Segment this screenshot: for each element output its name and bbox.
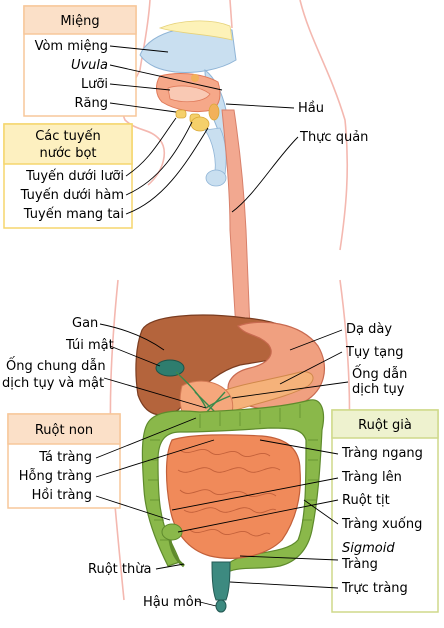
label-transverse-colon: Tràng ngang	[341, 446, 423, 461]
small-intestine-title: Ruột non	[35, 423, 93, 438]
small-intestine-organ	[165, 434, 301, 559]
colon-haustra	[148, 404, 318, 541]
gallbladder-organ	[155, 359, 185, 377]
label-sigmoid-trang: Tràng	[341, 557, 378, 572]
label-teeth: Răng	[75, 96, 109, 111]
salivary-title-2: nước bọt	[39, 146, 96, 161]
label-submandibular-gland: Tuyến dưới hàm	[20, 188, 124, 203]
label-pharynx: Hầu	[298, 101, 324, 116]
cecum-organ	[161, 523, 183, 541]
label-tongue: Lưỡi	[81, 77, 108, 92]
mouth-group: Miệng Vòm miệng Uvula Lưỡi Răng	[23, 5, 137, 117]
salivary-title-1: Các tuyến	[35, 129, 101, 144]
label-common-bile-duct-1: Ống chung dẫn	[6, 357, 106, 374]
small-intestine-box-header	[7, 413, 121, 445]
salivary-group: Các tuyến nước bọt Tuyến dưới lưỡi Tuyến…	[3, 123, 133, 229]
label-anus: Hậu môn	[143, 595, 202, 610]
esophagus-organ	[221, 109, 251, 331]
mouth-title: Miệng	[60, 14, 99, 29]
salivary-box-header	[3, 123, 133, 165]
label-uvula: Uvula	[71, 58, 108, 73]
label-ileum: Hồi tràng	[32, 488, 92, 503]
label-sigmoid: Sigmoid	[342, 541, 395, 556]
large-intestine-title: Ruột già	[358, 418, 412, 433]
large-intestine-box-header	[331, 409, 439, 439]
label-parotid-gland: Tuyến mang tai	[23, 207, 124, 222]
leader-lines	[95, 45, 349, 607]
mouth-box-header	[23, 5, 137, 35]
label-appendix: Ruột thừa	[88, 562, 151, 577]
label-rectum: Trực tràng	[341, 581, 408, 596]
label-pancreatic-duct-1: Ống dẫn	[352, 365, 407, 382]
label-descending-colon: Tràng xuống	[341, 517, 422, 532]
label-jejunum: Hỗng tràng	[19, 469, 92, 484]
label-ascending-colon: Tràng lên	[341, 470, 402, 485]
small-intestine-coils	[177, 448, 281, 537]
head-structures	[139, 20, 237, 187]
label-gallbladder: Túi mật	[65, 338, 114, 353]
large-intestine-group: Ruột già Tràng ngang Tràng lên Ruột tịt …	[331, 409, 439, 613]
rectum-organ	[211, 561, 231, 601]
label-cecum: Ruột tịt	[342, 493, 390, 508]
small-intestine-group: Ruột non Tá tràng Hỗng tràng Hồi tràng	[7, 413, 121, 509]
label-pancreatic-duct-2: dịch tụy	[352, 382, 405, 397]
bile-ducts	[175, 371, 231, 415]
label-common-bile-duct-2: dịch tụy và mật	[2, 376, 104, 391]
label-esophagus: Thực quản	[299, 130, 368, 145]
large-intestine-organ	[141, 399, 325, 591]
label-duodenum: Tá tràng	[38, 450, 92, 465]
label-stomach: Dạ dày	[346, 322, 392, 337]
label-palate: Vòm miệng	[35, 39, 108, 54]
anus-organ	[215, 599, 227, 613]
label-pancreas: Tụy tạng	[345, 345, 404, 360]
large-intestine-box-body	[331, 409, 439, 613]
label-sublingual-gland: Tuyến dưới lưỡi	[25, 169, 124, 184]
label-liver: Gan	[72, 316, 98, 331]
